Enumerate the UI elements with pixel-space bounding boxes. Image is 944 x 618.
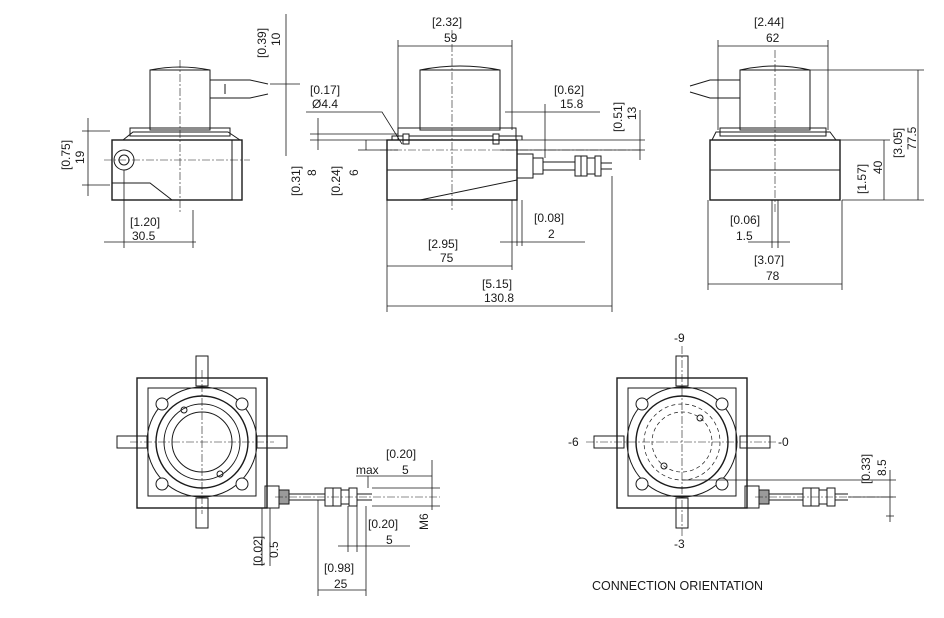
dim-side-top-in: [0.39]: [255, 28, 269, 58]
dim-back-h-mm: 77.5: [905, 126, 919, 150]
dim-conn-85-in: [0.33]: [859, 454, 873, 484]
dim-conn-85-mm: 8.5: [875, 459, 889, 476]
dim-top-25-mm: 25: [334, 577, 348, 591]
dim-f2-mm: 2: [548, 227, 555, 241]
dim-f158-in: [0.62]: [554, 83, 584, 97]
orientation-right-label: -0: [778, 435, 789, 449]
dim-top-m6: M6: [417, 513, 431, 530]
dim-f75-in: [2.95]: [428, 237, 458, 251]
dim-back-78-in: [3.07]: [754, 253, 784, 267]
dim-f8-in: [0.31]: [289, 166, 303, 196]
dim-back-h-in: [3.05]: [891, 128, 905, 158]
dim-back-15-mm: 1.5: [736, 229, 753, 243]
orientation-top-label: -9: [674, 331, 685, 345]
dim-f1308-mm: 130.8: [484, 291, 514, 305]
dim-f13-in: [0.51]: [611, 102, 625, 132]
connection-orientation-view: [0.33] 8.5 -9 -6 -0 -3 CONNECTION ORIENT…: [568, 331, 896, 593]
dim-back-15-in: [0.06]: [730, 213, 760, 227]
dim-top-05-in: [0.02]: [251, 536, 265, 566]
orientation-left-label: -6: [568, 435, 579, 449]
top-view: max [0.20] 5 M6 [0.20] 5 [0.02] 0.5 [0.9…: [116, 355, 440, 596]
dim-f1308-in: [5.15]: [482, 277, 512, 291]
dim-f75-mm: 75: [440, 251, 454, 265]
dim-front-w-mm: 59: [444, 31, 458, 45]
dim-side-top-mm: 10: [269, 32, 283, 46]
dim-back-w-mm: 62: [766, 31, 780, 45]
dim-top-max-in: [0.20]: [386, 447, 416, 461]
front-view: [2.32] 59 [0.17] Ø4.4 [0.31] 8 [0.24] 6 …: [289, 15, 645, 312]
dim-hole-in: [0.17]: [310, 83, 340, 97]
dim-back-40-in: [1.57]: [855, 164, 869, 194]
dim-hole-mm: Ø4.4: [312, 97, 338, 111]
dim-side-h-in: [0.75]: [59, 140, 73, 170]
dim-side-h-mm: 19: [73, 150, 87, 164]
dim-top-max-mm: 5: [402, 463, 409, 477]
orientation-bottom-label: -3: [674, 537, 685, 551]
orientation-caption: CONNECTION ORIENTATION: [592, 579, 763, 593]
dim-front-w-in: [2.32]: [432, 15, 462, 29]
dim-f158-mm: 15.8: [560, 97, 584, 111]
dim-f13-mm: 13: [625, 106, 639, 120]
dim-back-40-mm: 40: [871, 160, 885, 174]
dim-side-w-mm: 30.5: [132, 229, 156, 243]
side-view: [0.39] 10 [0.75] 19 [1.20] 30.5: [59, 14, 300, 248]
dim-back-w-in: [2.44]: [754, 15, 784, 29]
back-view: [2.44] 62 [3.05] 77.5 [1.57] 40 [0.06] 1…: [689, 15, 924, 290]
dim-f6-in: [0.24]: [329, 166, 343, 196]
dim-side-w-in: [1.20]: [130, 215, 160, 229]
dim-top-5-mm: 5: [386, 533, 393, 547]
dim-f6-mm: 6: [347, 169, 361, 176]
dim-f2-in: [0.08]: [534, 211, 564, 225]
dim-top-05-mm: 0.5: [267, 541, 281, 558]
dim-f8-mm: 8: [305, 169, 319, 176]
dim-top-max-label: max: [356, 463, 379, 477]
dim-top-25-in: [0.98]: [324, 561, 354, 575]
dim-top-5-in: [0.20]: [368, 517, 398, 531]
dim-back-78-mm: 78: [766, 269, 780, 283]
